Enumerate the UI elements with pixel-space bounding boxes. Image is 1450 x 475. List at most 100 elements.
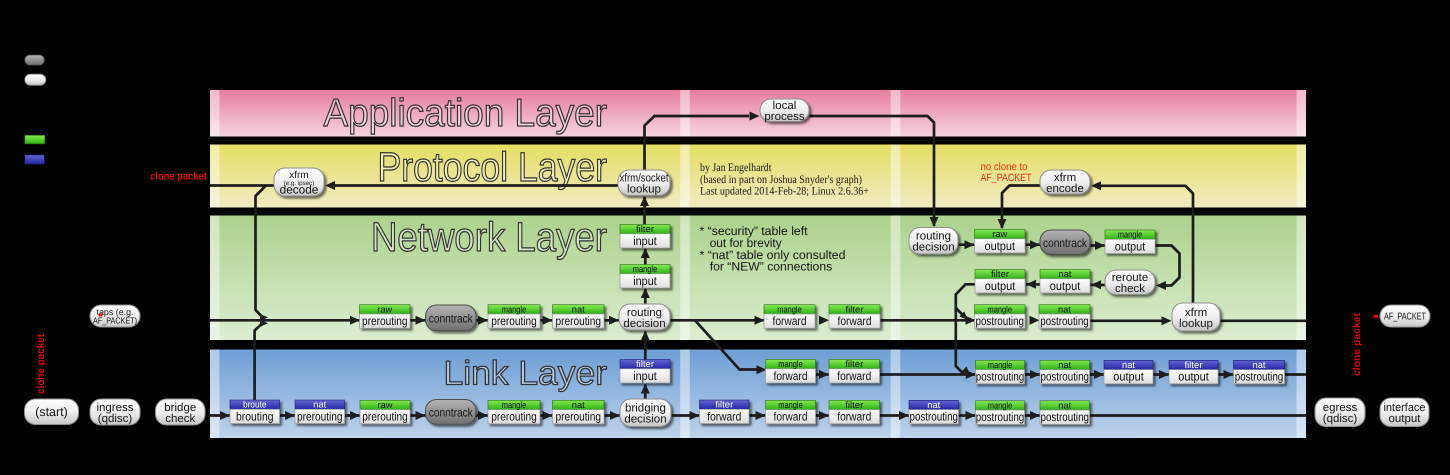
svg-text:nat: nat	[1058, 304, 1071, 314]
svg-text:filter: filter	[991, 269, 1009, 279]
svg-text:forward: forward	[707, 409, 741, 423]
svg-text:input: input	[633, 234, 657, 248]
svg-text:no clone to: no clone to	[981, 161, 1028, 173]
svg-text:forward: forward	[774, 410, 808, 424]
svg-text:forward: forward	[774, 369, 808, 383]
svg-text:prerouting: prerouting	[297, 409, 343, 423]
svg-text:for “NEW” connections: for “NEW” connections	[710, 260, 833, 274]
svg-text:broute: broute	[243, 400, 267, 410]
svg-text:routing: routing	[916, 231, 951, 243]
svg-text:conntrack: conntrack	[429, 405, 474, 419]
svg-text:decision: decision	[624, 414, 666, 426]
svg-text:decision: decision	[623, 318, 665, 330]
svg-text:clone packet: clone packet	[150, 171, 207, 183]
svg-text:output: output	[1389, 413, 1422, 425]
svg-text:prerouting: prerouting	[362, 410, 408, 424]
svg-text:Protocol Layer: Protocol Layer	[378, 144, 608, 190]
svg-text:postrouting: postrouting	[1235, 370, 1284, 384]
svg-text:interface: interface	[1384, 402, 1426, 414]
svg-text:out for brevity: out for brevity	[710, 236, 783, 250]
svg-text:mangle: mangle	[988, 304, 1013, 314]
svg-text:mangle: mangle	[988, 401, 1013, 411]
svg-text:filter: filter	[636, 224, 654, 234]
svg-text:decision: decision	[912, 242, 954, 254]
svg-text:mangle: mangle	[988, 360, 1013, 370]
svg-text:prerouting: prerouting	[362, 314, 408, 328]
svg-text:Last updated 2014-Feb-28; Linu: Last updated 2014-Feb-28; Linux 2.6.36+	[700, 185, 869, 197]
svg-text:check: check	[1115, 283, 1145, 295]
svg-text:reroute: reroute	[1112, 272, 1148, 284]
svg-text:ingress: ingress	[96, 402, 133, 414]
svg-text:mangle: mangle	[633, 264, 658, 274]
svg-text:mangle: mangle	[502, 304, 527, 314]
svg-text:AF_PACKET: AF_PACKET	[1384, 312, 1426, 323]
svg-text:nat: nat	[1253, 360, 1266, 370]
svg-text:lookup: lookup	[1179, 318, 1213, 330]
svg-text:clone packet: clone packet	[1351, 313, 1363, 376]
svg-text:postrouting: postrouting	[976, 370, 1025, 384]
svg-text:mangle: mangle	[777, 304, 802, 314]
svg-text:mangle: mangle	[778, 359, 803, 369]
svg-text:(based in part on Joshua Snyde: (based in part on Joshua Snyder's graph)	[700, 174, 862, 186]
svg-text:egress: egress	[1323, 402, 1358, 414]
svg-text:nat: nat	[927, 400, 940, 410]
svg-text:nat: nat	[313, 400, 326, 410]
svg-text:filter: filter	[846, 304, 864, 314]
svg-text:(qdisc): (qdisc)	[1323, 413, 1358, 425]
svg-text:* “nat” table only consulted: * “nat” table only consulted	[700, 248, 846, 262]
svg-text:Network Layer: Network Layer	[371, 214, 607, 260]
svg-text:output: output	[1115, 239, 1146, 253]
svg-text:bridge: bridge	[164, 402, 196, 414]
svg-text:(e.g. ipsec): (e.g. ipsec)	[284, 180, 315, 187]
svg-text:nat: nat	[1059, 269, 1072, 279]
svg-text:process: process	[764, 111, 805, 123]
svg-text:input: input	[633, 369, 657, 383]
svg-text:xfrm: xfrm	[289, 170, 308, 181]
svg-text:conntrack: conntrack	[429, 311, 474, 325]
svg-text:postrouting: postrouting	[1040, 314, 1089, 328]
svg-text:mangle: mangle	[1118, 230, 1143, 240]
svg-text:output: output	[1113, 370, 1144, 384]
svg-text:filter: filter	[845, 400, 863, 410]
svg-text:prerouting: prerouting	[491, 410, 537, 424]
svg-text:postrouting: postrouting	[1041, 410, 1090, 424]
svg-text:by Jan Engelhardt: by Jan Engelhardt	[700, 162, 772, 174]
svg-text:(start): (start)	[35, 405, 68, 419]
svg-text:nat: nat	[572, 304, 585, 314]
svg-text:mangle: mangle	[502, 400, 527, 410]
svg-text:nat: nat	[1058, 401, 1071, 411]
svg-text:output: output	[985, 279, 1016, 293]
svg-text:Link Layer: Link Layer	[444, 355, 608, 393]
svg-text:taps (e.g.: taps (e.g.	[97, 307, 134, 317]
svg-text:conntrack: conntrack	[1043, 236, 1088, 250]
svg-text:raw: raw	[992, 229, 1007, 239]
svg-text:forward: forward	[837, 410, 871, 424]
svg-text:filter: filter	[1185, 360, 1203, 370]
svg-text:output: output	[1178, 370, 1209, 384]
svg-text:brouting: brouting	[236, 409, 274, 423]
svg-text:forward: forward	[773, 314, 807, 328]
svg-text:routing: routing	[627, 307, 662, 319]
svg-text:filter: filter	[845, 359, 863, 369]
svg-text:postrouting: postrouting	[976, 314, 1025, 328]
svg-text:(qdisc): (qdisc)	[98, 413, 133, 425]
svg-text:postrouting: postrouting	[976, 410, 1025, 424]
svg-text:filter: filter	[715, 400, 733, 410]
svg-text:nat: nat	[1058, 360, 1071, 370]
svg-text:filter: filter	[636, 359, 654, 369]
svg-text:input: input	[633, 274, 657, 288]
svg-text:lookup: lookup	[627, 184, 661, 196]
svg-text:prerouting: prerouting	[491, 314, 537, 328]
svg-text:* “security” table left: * “security” table left	[700, 224, 809, 238]
svg-text:forward: forward	[838, 314, 872, 328]
svg-text:nat: nat	[572, 400, 585, 410]
svg-text:mangle: mangle	[778, 400, 803, 410]
svg-text:bridging: bridging	[625, 403, 666, 415]
svg-text:check: check	[165, 413, 195, 425]
svg-text:prerouting: prerouting	[556, 314, 602, 328]
svg-text:nat: nat	[1122, 360, 1135, 370]
svg-text:decode: decode	[280, 183, 319, 197]
svg-text:output: output	[1050, 279, 1081, 293]
svg-text:xfrm: xfrm	[1054, 172, 1076, 184]
svg-text:AF_PACKET): AF_PACKET)	[93, 316, 137, 326]
